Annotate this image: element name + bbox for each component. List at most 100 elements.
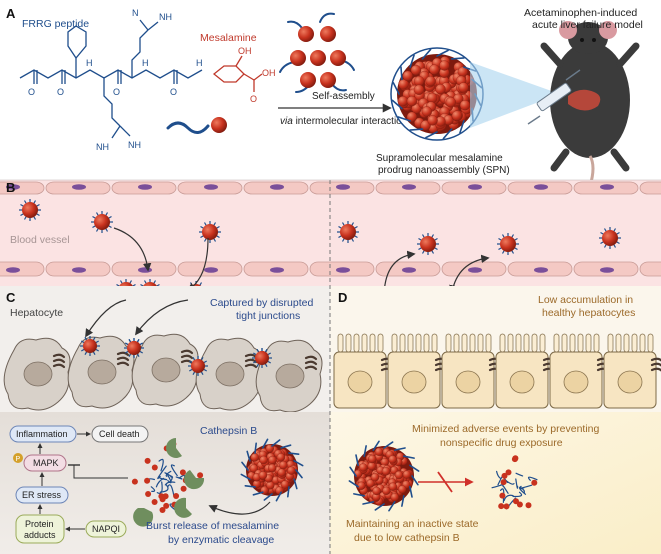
nucleus: [534, 267, 548, 273]
spn-particle: [188, 356, 208, 376]
spn-ball: [451, 110, 463, 121]
peptide-tail: [392, 82, 400, 95]
label-burst-line1: Burst release of mesalamine: [146, 520, 279, 532]
tight-junction: [304, 360, 318, 366]
spn-intact-right: [348, 440, 420, 512]
peptide-tail: [349, 466, 357, 477]
mesalamine-atom-labels: OH OH O: [238, 46, 276, 104]
spn-nanoassembly-icon: [390, 47, 484, 141]
mesalamine-dot: [173, 493, 180, 499]
microvillus: [499, 333, 506, 353]
peptide-tail: [271, 439, 281, 447]
arrow-into-cell-1: [85, 299, 127, 338]
microvillus: [453, 333, 460, 353]
microvillus: [369, 333, 376, 353]
label-protein: Protein: [25, 519, 54, 529]
spn-ball: [398, 485, 407, 494]
peptide-tail: [411, 475, 419, 486]
cell-nucleus: [509, 370, 535, 394]
particle-core: [340, 224, 356, 240]
particle-core: [500, 236, 516, 252]
cathepsin-icon: [184, 470, 205, 490]
peptide-tail: [280, 444, 292, 449]
microvillus: [445, 333, 452, 353]
prodrug-legend-icon: [166, 117, 227, 134]
label-self-assembly: Self-assembly: [312, 91, 375, 102]
label-napqi: NAPQI: [92, 524, 120, 534]
spn-ball: [374, 447, 384, 456]
atom-o: O: [113, 87, 120, 97]
atom-o: O: [57, 87, 64, 97]
peptide-strand: [515, 478, 519, 489]
peptide-tail: [397, 116, 411, 122]
spn-ball: [258, 471, 268, 480]
spn-ball: [388, 482, 398, 491]
mesalamine-dot: [498, 503, 505, 510]
mesalamine-dot: [512, 455, 519, 462]
mesalamine-dot: [144, 457, 151, 464]
label-intermolecular: via intermolecular interactions: [280, 116, 412, 127]
peptide-tail: [240, 473, 251, 480]
peptide-tail: [409, 54, 415, 68]
peptide-strand: [512, 491, 523, 498]
spn-ball: [439, 60, 450, 71]
label-inactive-line2: due to low cathepsin B: [354, 532, 460, 544]
microvillus: [469, 333, 476, 353]
spn-ball: [287, 466, 296, 475]
tight-junction: [52, 358, 66, 364]
node-mapk: [23, 454, 67, 472]
nucleus: [204, 184, 218, 190]
spn-ball: [406, 95, 418, 107]
spn-ball: [359, 463, 368, 472]
spn-ball: [368, 454, 377, 464]
peptide-tail: [293, 478, 298, 490]
atom-o: O: [28, 87, 35, 97]
spn-ball: [390, 493, 399, 502]
microvillus: [561, 333, 568, 353]
spn-ball: [435, 84, 446, 95]
peptide-tail: [391, 99, 403, 110]
spn-ball: [266, 481, 275, 490]
spn-ball: [275, 486, 284, 495]
microvillus: [391, 333, 398, 353]
microvillus: [531, 333, 538, 353]
spn-ball: [459, 100, 471, 111]
mesalamine-dot: [159, 507, 166, 513]
nucleus: [402, 267, 416, 273]
nucleus: [534, 184, 548, 190]
peptide-tail: [436, 49, 449, 57]
label-p: P: [16, 456, 21, 463]
mesalamine-dot: [162, 493, 169, 500]
tight-junction: [52, 353, 66, 359]
spn-particle: [337, 221, 359, 243]
label-captured-line1: Captured by disrupted: [210, 297, 313, 309]
spn-ball: [268, 455, 277, 465]
label-model-line2: acute liver failure model: [532, 19, 643, 31]
spn-ball: [277, 468, 286, 477]
mesalamine-dot: [131, 478, 138, 485]
mesalamine-dot: [500, 479, 507, 486]
peptide-tail: [425, 131, 438, 139]
peptide-tail: [252, 491, 264, 496]
particle-core: [83, 339, 97, 353]
bottom-right-outcome: Minimized adverse events by preventing n…: [330, 412, 661, 554]
arrow-cleavage: [208, 501, 271, 515]
peptide-tail: [287, 486, 290, 498]
tight-junction: [304, 365, 318, 371]
node-er-stress: [15, 486, 69, 504]
peptide-tail: [388, 501, 396, 512]
microvillus: [345, 333, 352, 353]
nucleus: [72, 267, 86, 273]
mesalamine-dot: [151, 499, 158, 505]
microvillus: [523, 333, 530, 353]
particle-core: [420, 236, 436, 252]
spn-particle: [91, 211, 113, 233]
peptide-tail: [409, 485, 413, 498]
microvillus: [423, 333, 430, 353]
spn-ball: [268, 463, 277, 473]
peptide-strand: [515, 472, 524, 477]
panel-label-a: A: [6, 6, 16, 21]
peptide-tail: [246, 450, 251, 462]
tight-junction: [180, 349, 194, 355]
microvillus: [477, 333, 484, 353]
